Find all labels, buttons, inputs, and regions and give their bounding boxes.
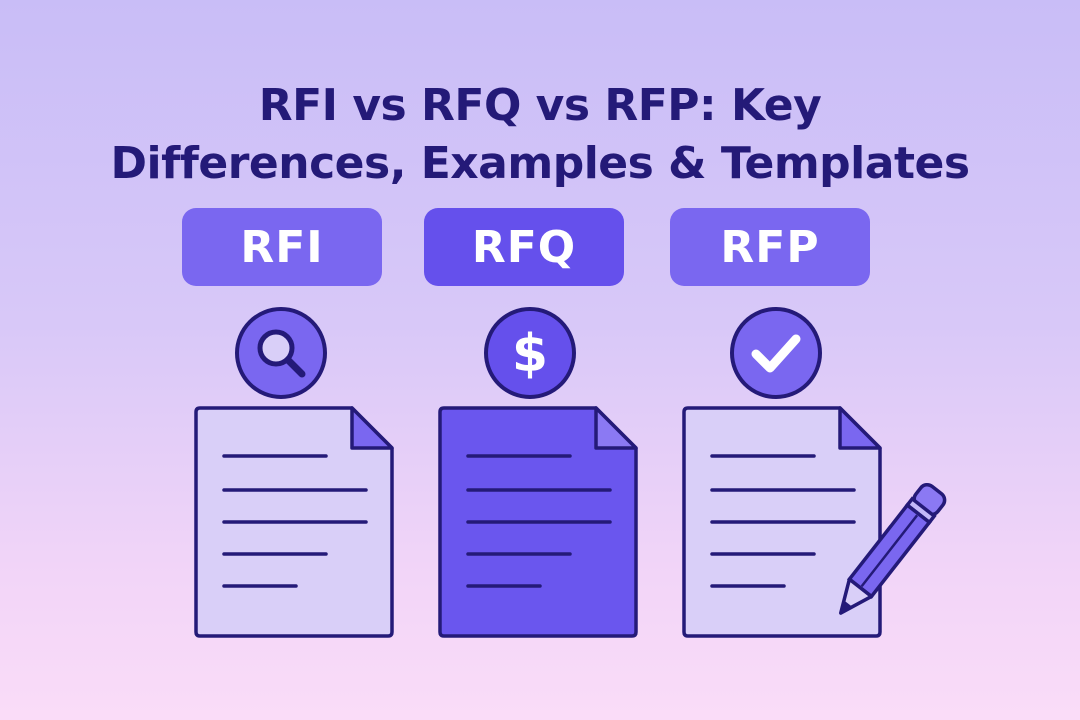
page-title: RFI vs RFQ vs RFP: Key Differences, Exam… xyxy=(0,77,1080,193)
svg-text:$: $ xyxy=(512,324,548,384)
rfi-document-icon xyxy=(194,406,394,638)
rfp-label: RFP xyxy=(670,208,870,286)
title-line-1: RFI vs RFQ vs RFP: Key xyxy=(258,80,822,132)
pencil-icon xyxy=(838,482,947,615)
checkmark-icon xyxy=(730,307,822,399)
rfi-label: RFI xyxy=(182,208,382,286)
title-line-2: Differences, Examples & Templates xyxy=(110,138,970,190)
magnifier-icon xyxy=(235,307,327,399)
rfq-label: RFQ xyxy=(424,208,624,286)
dollar-icon: $ xyxy=(484,307,576,399)
rfq-document-icon xyxy=(438,406,638,638)
rfp-document-icon xyxy=(682,406,882,638)
